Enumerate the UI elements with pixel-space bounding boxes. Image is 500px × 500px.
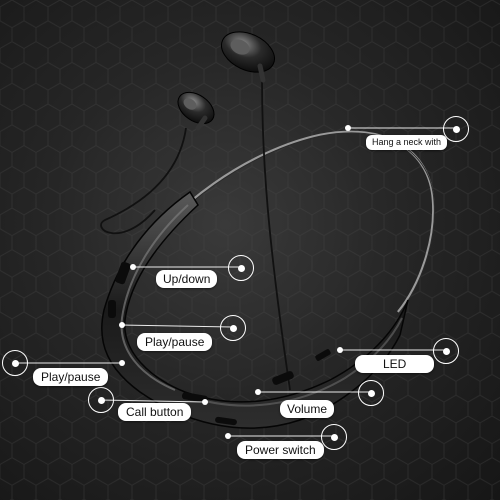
callout-dot-updown (130, 264, 136, 270)
earbud-left (177, 91, 215, 131)
target-circle-icon (433, 338, 459, 364)
callout-dot-volume (255, 389, 261, 395)
power-switch-shape (215, 416, 237, 426)
callout-dot-hang (345, 125, 351, 131)
up-down-button (115, 261, 131, 285)
target-circle-icon (2, 350, 28, 376)
callout-playpause-left: Play/pause (33, 368, 109, 386)
callout-playpause-right: Play/pause (137, 333, 213, 351)
volume-button (272, 371, 294, 385)
callout-dot-power (225, 433, 231, 439)
play-pause-button (108, 300, 116, 318)
call-button-shape (181, 392, 208, 403)
target-circle-icon (220, 315, 246, 341)
target-circle-icon (443, 116, 469, 142)
target-circle-icon (358, 380, 384, 406)
earbud-cable-right (261, 77, 291, 391)
callout-updown: Up/down (156, 270, 218, 288)
callout-led: LED (355, 355, 435, 373)
callout-dot-playpause-left (119, 360, 125, 366)
callout-dot-led (337, 347, 343, 353)
callout-dot-playpause-right (119, 322, 125, 328)
earbud-cable-left (100, 127, 187, 235)
earbud-right (221, 31, 275, 83)
neckband-body (101, 190, 409, 429)
callout-dot-call (202, 399, 208, 405)
callout-volume: Volume (280, 400, 335, 418)
led-window (315, 349, 331, 361)
callout-call: Call button (118, 403, 192, 421)
target-circle-icon (88, 387, 114, 413)
callout-hang: Hang a neck with (366, 135, 448, 150)
target-circle-icon (228, 255, 254, 281)
callout-power: Power switch (237, 441, 324, 459)
target-circle-icon (321, 424, 347, 450)
